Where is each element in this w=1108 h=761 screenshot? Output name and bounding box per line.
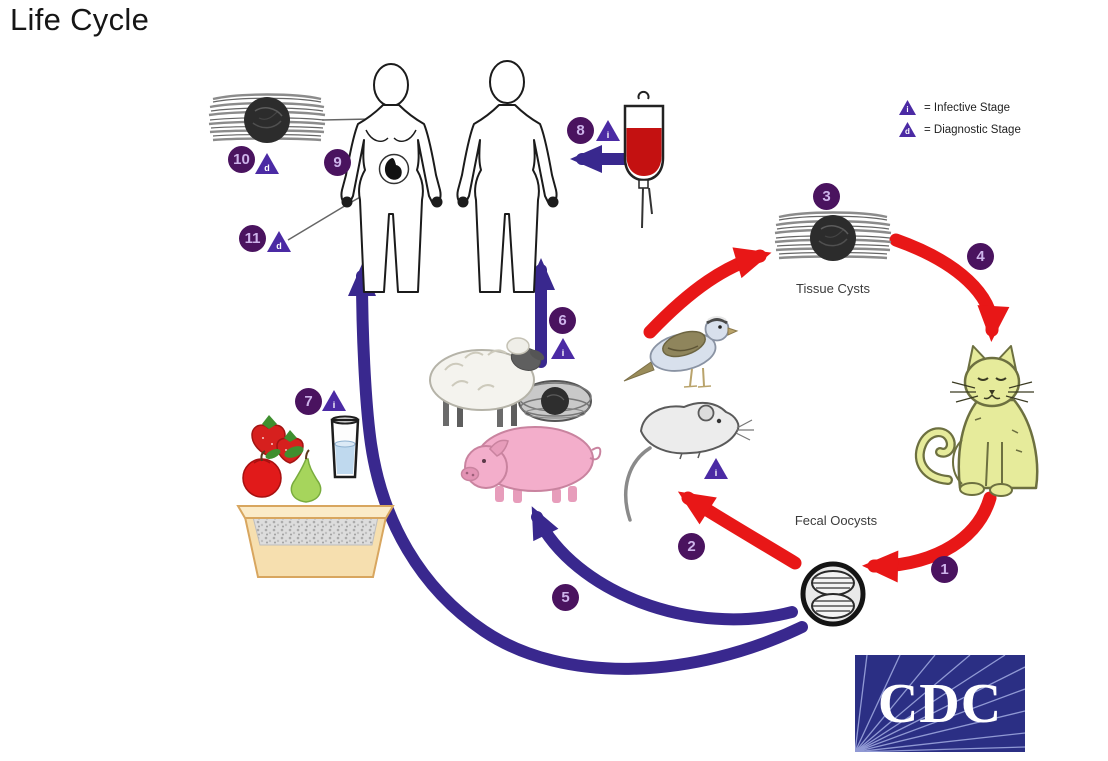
step-badge-1: 1 bbox=[931, 556, 958, 583]
red-cycle-arrows bbox=[643, 233, 1010, 583]
fetus-icon bbox=[384, 158, 402, 180]
cdc-logo: CDC bbox=[855, 655, 1025, 752]
fecal-oocyst-icon bbox=[800, 561, 866, 627]
pig-icon bbox=[460, 426, 602, 503]
cdc-logo-rays bbox=[855, 655, 1025, 752]
step-badge-7: 7 bbox=[295, 388, 322, 415]
meat-tissue-cyst-icon bbox=[518, 380, 592, 422]
step-badge-10: 10 bbox=[228, 146, 255, 173]
tissue-cyst-icon bbox=[773, 211, 893, 263]
purple-route-arrows bbox=[348, 145, 808, 675]
male-left-hand-sample bbox=[457, 196, 469, 208]
human-figures bbox=[340, 60, 559, 293]
arrow-4-tissue-cysts-to-cat bbox=[889, 233, 1010, 342]
step-badge-8: 8 bbox=[567, 117, 594, 144]
step-badge-9: 9 bbox=[324, 149, 351, 176]
male-head bbox=[489, 60, 525, 104]
legend-infective-label: = Infective Stage bbox=[924, 102, 1010, 114]
step-badge-2: 2 bbox=[678, 533, 705, 560]
blood-bag-icon bbox=[623, 90, 665, 229]
apple-icon bbox=[242, 449, 282, 498]
line-cyst-to-human-head bbox=[321, 118, 373, 121]
cdc-logo-text: CDC bbox=[877, 672, 1003, 735]
mouse-icon bbox=[624, 401, 754, 522]
arrow-bird-to-tissue-cysts bbox=[643, 247, 772, 339]
water-glass-icon bbox=[330, 415, 360, 479]
female-left-hand-sample bbox=[341, 196, 353, 208]
fecal-oocysts-label: Fecal Oocysts bbox=[794, 513, 878, 528]
cat-icon bbox=[914, 345, 1039, 497]
step-badge-3: 3 bbox=[813, 183, 840, 210]
male-body-outline bbox=[456, 104, 558, 293]
page-title: Life Cycle bbox=[10, 2, 150, 37]
step-badge-11: 11 bbox=[239, 225, 266, 252]
sheep-icon bbox=[429, 337, 545, 427]
tissue-cyst-human-sample-icon bbox=[207, 93, 327, 145]
step-badge-6: 6 bbox=[549, 307, 576, 334]
arrow-5-oocysts-to-livestock bbox=[531, 506, 798, 626]
step-badge-4: 4 bbox=[967, 243, 994, 270]
pear-icon bbox=[284, 446, 322, 503]
female-head bbox=[373, 63, 409, 107]
female-right-hand-sample bbox=[431, 196, 443, 208]
litter-box-icon bbox=[236, 505, 395, 578]
arrow-2-oocysts-to-mouse bbox=[677, 491, 802, 570]
legend-diagnostic-label: = Diagnostic Stage bbox=[924, 124, 1021, 136]
female-chest-lines bbox=[365, 129, 417, 142]
arrow-7-oocysts-to-human bbox=[348, 264, 808, 675]
step-badge-5: 5 bbox=[552, 584, 579, 611]
tissue-cysts-label: Tissue Cysts bbox=[796, 281, 870, 296]
bird-icon bbox=[623, 316, 739, 388]
arrow-1-cat-to-oocysts bbox=[862, 491, 997, 583]
male-right-hand-sample bbox=[547, 196, 559, 208]
